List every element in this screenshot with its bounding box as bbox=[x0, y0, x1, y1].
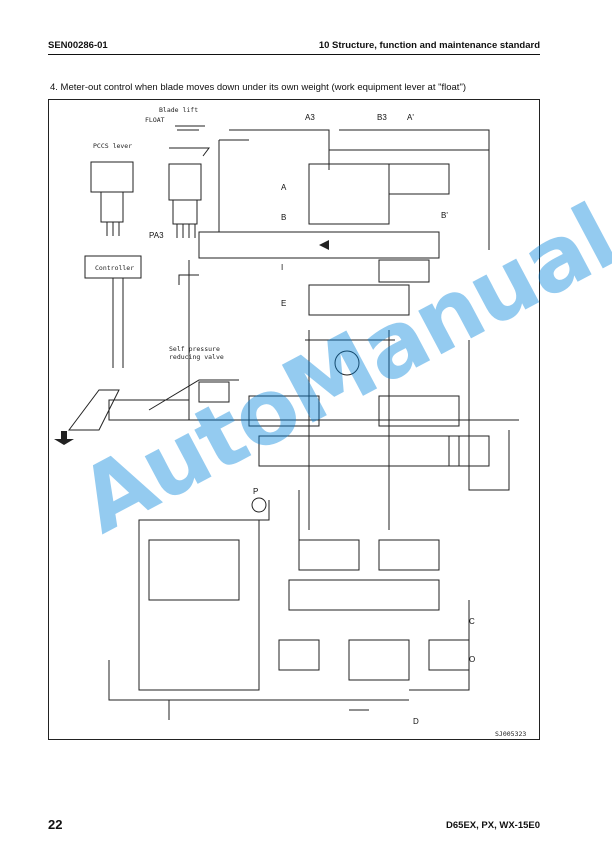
label-i: I bbox=[281, 263, 283, 272]
label-float: FLOAT bbox=[145, 116, 165, 124]
figure-id: SJ005323 bbox=[495, 730, 526, 738]
label-b3: B3 bbox=[377, 113, 387, 122]
hydraulic-circuit-diagram: Blade lift FLOAT PCCS lever PA3 Controll… bbox=[48, 99, 540, 740]
circuit-svg: Blade lift FLOAT PCCS lever PA3 Controll… bbox=[54, 106, 526, 738]
header-rule bbox=[48, 54, 540, 55]
header-section-title: 10 Structure, function and maintenance s… bbox=[318, 40, 540, 51]
label-controller: Controller bbox=[95, 264, 134, 272]
label-e: E bbox=[281, 299, 286, 308]
label-p: P bbox=[253, 487, 258, 496]
figure-caption: 4. Meter-out control when blade moves do… bbox=[50, 82, 466, 93]
label-d: D bbox=[413, 717, 419, 726]
label-self-pressure-1: Self pressure bbox=[169, 345, 220, 353]
label-pccs-lever: PCCS lever bbox=[93, 142, 132, 150]
header-doc-code: SEN00286-01 bbox=[48, 40, 108, 51]
label-pa3: PA3 bbox=[149, 231, 164, 240]
label-o: O bbox=[469, 655, 475, 664]
footer-model: D65EX, PX, WX-15E0 bbox=[446, 820, 540, 831]
label-b-prime: B' bbox=[441, 211, 448, 220]
label-a-prime: A' bbox=[407, 113, 414, 122]
footer-page-number: 22 bbox=[48, 817, 63, 832]
label-c: C bbox=[469, 617, 475, 626]
label-self-pressure-2: reducing valve bbox=[169, 353, 224, 361]
label-a: A bbox=[281, 183, 287, 192]
label-blade-lift: Blade lift bbox=[159, 106, 198, 114]
label-a3: A3 bbox=[305, 113, 315, 122]
label-b: B bbox=[281, 213, 286, 222]
